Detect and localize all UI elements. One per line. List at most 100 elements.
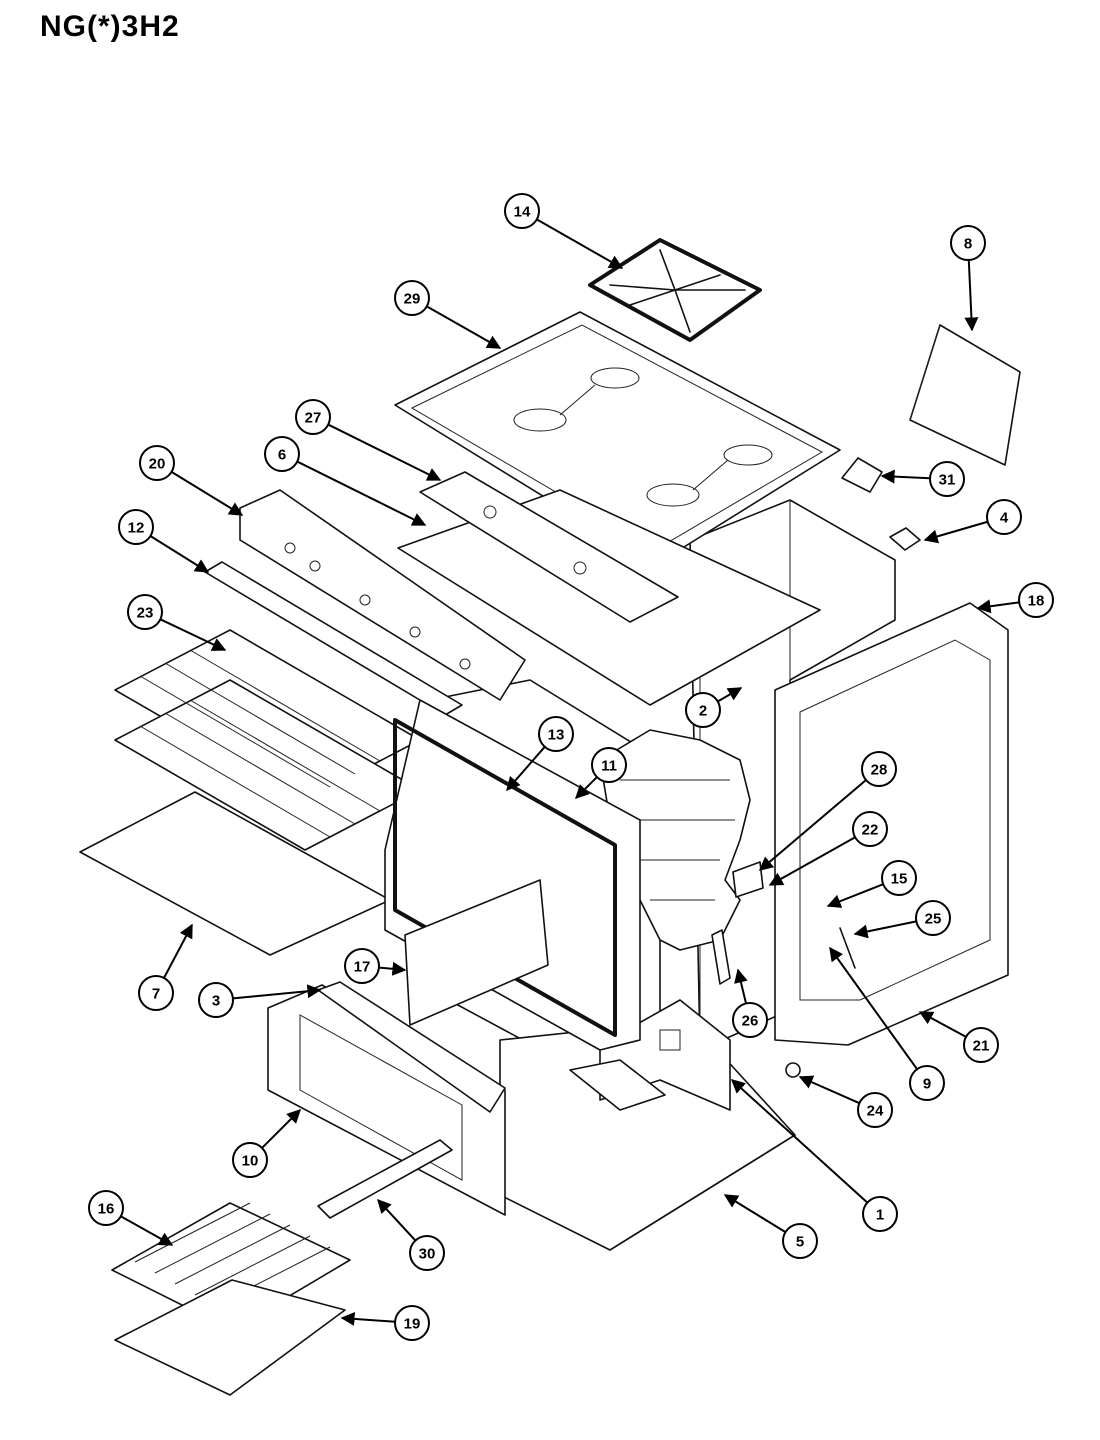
callout-16: 16 — [88, 1190, 124, 1226]
callout-17: 17 — [344, 948, 380, 984]
callout-leader-30 — [377, 1198, 417, 1242]
callout-label-2: 2 — [699, 703, 707, 720]
callout-label-12: 12 — [128, 520, 145, 537]
hinge-receiver — [732, 861, 764, 898]
callout-15: 15 — [881, 860, 917, 896]
callout-leader-10 — [261, 1109, 301, 1149]
callout-3: 3 — [198, 982, 234, 1018]
callout-12: 12 — [118, 509, 154, 545]
callout-27: 27 — [295, 399, 331, 435]
callout-leader-17 — [378, 961, 407, 976]
callout-leader-20 — [170, 471, 244, 516]
door-liner — [404, 879, 549, 1026]
callout-label-15: 15 — [891, 871, 908, 888]
callout-1: 1 — [862, 1196, 898, 1232]
callout-2: 2 — [685, 692, 721, 728]
callout-leader-12 — [149, 535, 210, 573]
callout-leader-5 — [723, 1194, 787, 1233]
callout-leader-16 — [120, 1215, 174, 1246]
callout-leader-18 — [976, 599, 1020, 614]
callout-leader-21 — [918, 1011, 967, 1038]
callout-label-26: 26 — [742, 1013, 759, 1030]
drawer-front — [267, 981, 506, 1216]
callout-label-23: 23 — [137, 605, 154, 622]
hinge-spring — [839, 927, 856, 969]
callout-label-17: 17 — [354, 959, 371, 976]
callout-label-6: 6 — [278, 447, 286, 464]
callout-7: 7 — [138, 975, 174, 1011]
callout-leader-19 — [340, 1311, 396, 1326]
callout-8: 8 — [950, 225, 986, 261]
callout-label-14: 14 — [514, 204, 531, 221]
callout-leader-22 — [768, 836, 856, 886]
callout-label-11: 11 — [601, 758, 617, 775]
callout-leader-2 — [717, 687, 743, 703]
callout-label-19: 19 — [404, 1316, 421, 1333]
callout-label-9: 9 — [923, 1076, 931, 1093]
diagram-title: NG(*)3H2 — [40, 10, 180, 43]
callout-leader-29 — [426, 305, 502, 349]
igniter-module — [889, 527, 921, 551]
callout-label-10: 10 — [242, 1153, 259, 1170]
callout-28: 28 — [861, 751, 897, 787]
callout-label-5: 5 — [796, 1234, 804, 1251]
callout-leader-15 — [826, 883, 884, 908]
callout-leader-4 — [923, 520, 988, 544]
callout-24: 24 — [857, 1092, 893, 1128]
callout-20: 20 — [139, 445, 175, 481]
callout-label-30: 30 — [419, 1246, 436, 1263]
callout-10: 10 — [232, 1142, 268, 1178]
control-panel — [239, 489, 526, 701]
broiler-pan — [114, 1279, 346, 1396]
callout-18: 18 — [1018, 582, 1054, 618]
callout-label-22: 22 — [862, 822, 879, 839]
callout-label-27: 27 — [305, 410, 322, 427]
callout-leader-23 — [159, 618, 227, 651]
leveling-leg — [785, 1062, 801, 1078]
callout-31: 31 — [929, 461, 965, 497]
callout-leader-25 — [853, 920, 917, 939]
callout-leader-28 — [758, 779, 867, 871]
callout-5: 5 — [782, 1223, 818, 1259]
callout-leader-11 — [575, 776, 598, 799]
callout-21: 21 — [963, 1027, 999, 1063]
control-brace — [419, 471, 679, 623]
door-hinge — [711, 929, 731, 985]
control-trim — [204, 561, 463, 716]
callout-13: 13 — [538, 716, 574, 752]
callout-leader-31 — [880, 469, 931, 484]
callout-label-16: 16 — [98, 1201, 115, 1218]
callout-leader-24 — [798, 1075, 860, 1105]
callout-leader-13 — [506, 746, 546, 792]
callout-label-18: 18 — [1028, 593, 1045, 610]
callout-leader-27 — [327, 423, 442, 481]
callout-11: 11 — [591, 747, 627, 783]
callout-leader-3 — [232, 984, 322, 1000]
callout-22: 22 — [852, 811, 888, 847]
callout-label-29: 29 — [404, 291, 421, 308]
callout-leader-8 — [964, 259, 979, 332]
callout-25: 25 — [915, 900, 951, 936]
callout-leader-7 — [163, 923, 193, 979]
callout-label-21: 21 — [973, 1038, 990, 1055]
callout-label-31: 31 — [939, 472, 956, 489]
callout-23: 23 — [127, 594, 163, 630]
burner-grate — [588, 238, 762, 342]
callout-label-3: 3 — [212, 993, 220, 1010]
callout-leader-9 — [829, 946, 918, 1070]
callout-label-28: 28 — [871, 762, 888, 779]
callout-29: 29 — [394, 280, 430, 316]
callout-4: 4 — [986, 499, 1022, 535]
callout-label-20: 20 — [149, 456, 166, 473]
callout-leader-6 — [296, 460, 427, 526]
callout-label-25: 25 — [925, 911, 942, 928]
callout-label-24: 24 — [867, 1103, 884, 1120]
callout-26: 26 — [732, 1002, 768, 1038]
callout-30: 30 — [409, 1235, 445, 1271]
callout-19: 19 — [394, 1305, 430, 1341]
callout-leader-14 — [536, 218, 624, 269]
drawer-slide-rail — [317, 1139, 453, 1219]
callout-9: 9 — [909, 1065, 945, 1101]
callout-6: 6 — [264, 436, 300, 472]
